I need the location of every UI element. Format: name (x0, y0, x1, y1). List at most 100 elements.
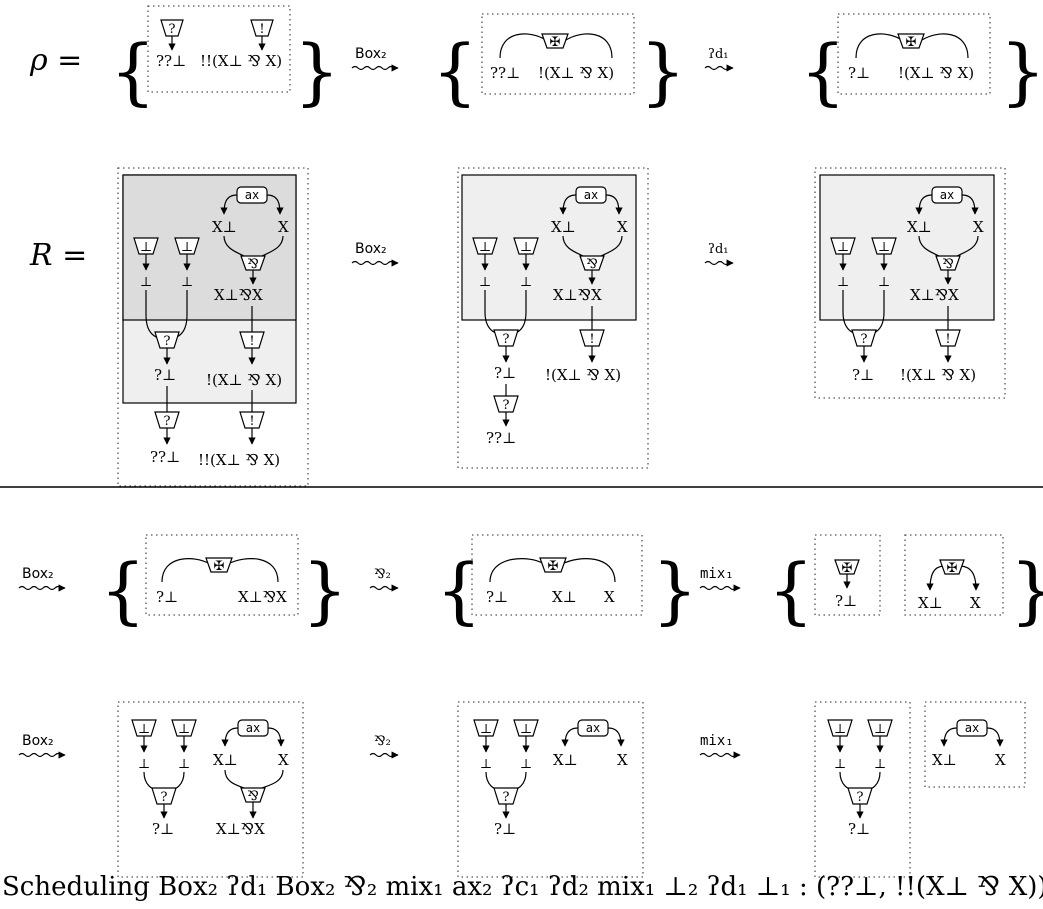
row4-net-2: ⊥ ⊥ ⊥ ⊥ ? ?⊥ ax X⊥ X (457, 701, 644, 878)
caption: Scheduling Box₂ ʔd₁ Box₂ ⅋₂ mix₁ ax₂ ʔc₁… (2, 872, 1043, 902)
dotted-frame (904, 534, 1004, 616)
svg-text:⊥: ⊥ (140, 240, 152, 255)
dotted-frame (457, 167, 649, 469)
svg-text:mix₁: mix₁ (700, 733, 734, 749)
svg-text:X⊥: X⊥ (907, 218, 932, 236)
svg-text:?⊥: ?⊥ (494, 364, 516, 382)
rewrite-arrow-wn-d1: ʔd₁ (704, 47, 734, 72)
wwbot-label: ??⊥ (156, 52, 186, 70)
svg-text:!!(X⊥ ⅋ X): !!(X⊥ ⅋ X) (198, 451, 280, 469)
cross-node: ✠ (541, 33, 569, 50)
cross-node: ✠ (939, 559, 965, 576)
svg-text:⊥: ⊥ (878, 275, 890, 290)
svg-text:!: ! (259, 22, 264, 37)
cross-node: ✠ (897, 33, 925, 50)
svg-text:??⊥: ??⊥ (150, 448, 180, 466)
cross-node: ✠ (834, 559, 860, 576)
rho-set-2: { ✠ ??⊥ !(X⊥ ⅋ X) } (432, 13, 686, 113)
svg-text:Box₂: Box₂ (22, 733, 54, 749)
right-brace: } (294, 29, 340, 113)
svg-text:ax: ax (586, 721, 600, 735)
wbot-label: ?⊥ (848, 64, 870, 82)
svg-text:?: ? (503, 790, 510, 805)
bot-node: ⊥ (513, 237, 539, 255)
svg-text:X⊥⅋X: X⊥⅋X (238, 588, 287, 606)
bot-node: ⊥ (473, 719, 499, 737)
svg-text:?⊥: ?⊥ (154, 366, 176, 384)
right-brace: } (640, 29, 686, 113)
why-node: ? (154, 331, 180, 349)
row3-set-3: { ✠ ?⊥ ✠ X⊥ X } (768, 534, 1043, 632)
row4-net-3: ⊥ ⊥ ⊥ ⊥ ? ?⊥ ax X⊥ X (814, 701, 1026, 878)
svg-text:⊥: ⊥ (181, 275, 193, 290)
rewrite-arrow-par2: ⅋₂ (369, 734, 399, 759)
svg-text:X: X (278, 218, 289, 236)
svg-text:X: X (278, 751, 289, 769)
svg-text:✠: ✠ (947, 561, 958, 576)
svg-text:?⊥: ?⊥ (486, 588, 508, 606)
bang-node: ! (250, 19, 274, 37)
bang-node: ! (935, 329, 961, 347)
bot-node: ⊥ (174, 237, 200, 255)
why-node: ? (151, 787, 177, 805)
left-brace: { (436, 548, 482, 632)
svg-text:!: ! (249, 334, 254, 349)
svg-text:X⊥: X⊥ (213, 751, 238, 769)
svg-text:!: ! (249, 414, 254, 429)
why-node: ? (160, 19, 184, 37)
svg-text:⊥: ⊥ (837, 240, 849, 255)
svg-text:⊥: ⊥ (520, 757, 532, 772)
svg-text:✠: ✠ (842, 561, 853, 576)
bot-node: ⊥ (513, 719, 539, 737)
right-brace: } (1010, 548, 1043, 632)
svg-text:?: ? (857, 790, 864, 805)
svg-text:⊥: ⊥ (479, 275, 491, 290)
svg-text:!(X⊥ ⅋ X): !(X⊥ ⅋ X) (545, 366, 621, 384)
rewrite-arrow-wn-d1: ʔd₁ (704, 242, 734, 267)
svg-text:?: ? (169, 22, 176, 37)
right-brace: } (1000, 29, 1043, 113)
svg-text:??⊥: ??⊥ (486, 429, 516, 447)
svg-text:!: ! (589, 332, 594, 347)
svg-text:Box₂: Box₂ (22, 566, 54, 582)
bot-node: ⊥ (830, 237, 856, 255)
svg-text:⊥: ⊥ (138, 757, 150, 772)
svg-text:X⊥: X⊥ (212, 218, 237, 236)
svg-text:?: ? (161, 790, 168, 805)
par-node: ⅋ (935, 255, 961, 272)
dotted-frame (117, 167, 309, 487)
svg-text:✠: ✠ (906, 35, 917, 50)
left-brace: { (432, 29, 478, 113)
svg-text:⊥: ⊥ (181, 240, 193, 255)
ax-node: ax (931, 186, 963, 204)
svg-text:✠: ✠ (214, 559, 225, 574)
svg-text:?⊥: ?⊥ (156, 588, 178, 606)
svg-text:⅋₂: ⅋₂ (374, 734, 391, 749)
svg-text:?: ? (164, 334, 171, 349)
bot-node: ⊥ (871, 237, 897, 255)
why-node: ? (493, 787, 519, 805)
svg-text:⅋: ⅋ (247, 789, 259, 804)
svg-text:!: ! (945, 332, 950, 347)
wwbot-label: ??⊥ (490, 64, 520, 82)
svg-text:⊥: ⊥ (834, 722, 846, 737)
svg-text:?⊥: ?⊥ (848, 820, 870, 838)
svg-text:X: X (617, 751, 628, 769)
svg-text:⊥: ⊥ (479, 240, 491, 255)
svg-text:?: ? (164, 414, 171, 429)
svg-text:ʔd₁: ʔd₁ (708, 242, 729, 257)
rewrite-arrow-box2: Box₂ (18, 566, 66, 592)
dotted-frame (145, 534, 299, 616)
rewrite-arrow-mix1: mix₁ (699, 733, 741, 759)
bang-node: ! (239, 411, 265, 429)
svg-text:X⊥: X⊥ (932, 751, 957, 769)
rewrite-arrow-mix1: mix₁ (699, 566, 741, 592)
svg-text:X⊥⅋X: X⊥⅋X (910, 286, 959, 304)
svg-text:!(X⊥ ⅋ X): !(X⊥ ⅋ X) (900, 366, 976, 384)
svg-text:⊥: ⊥ (520, 722, 532, 737)
svg-text:⊥: ⊥ (837, 275, 849, 290)
svg-text:X⊥: X⊥ (552, 588, 577, 606)
svg-text:X: X (973, 218, 984, 236)
svg-text:⅋: ⅋ (247, 257, 259, 272)
R-net-2: ax X⊥ X ⅋ X⊥⅋X ⊥ ⊥ ⊥ ⊥ ? ?⊥ (457, 167, 649, 469)
